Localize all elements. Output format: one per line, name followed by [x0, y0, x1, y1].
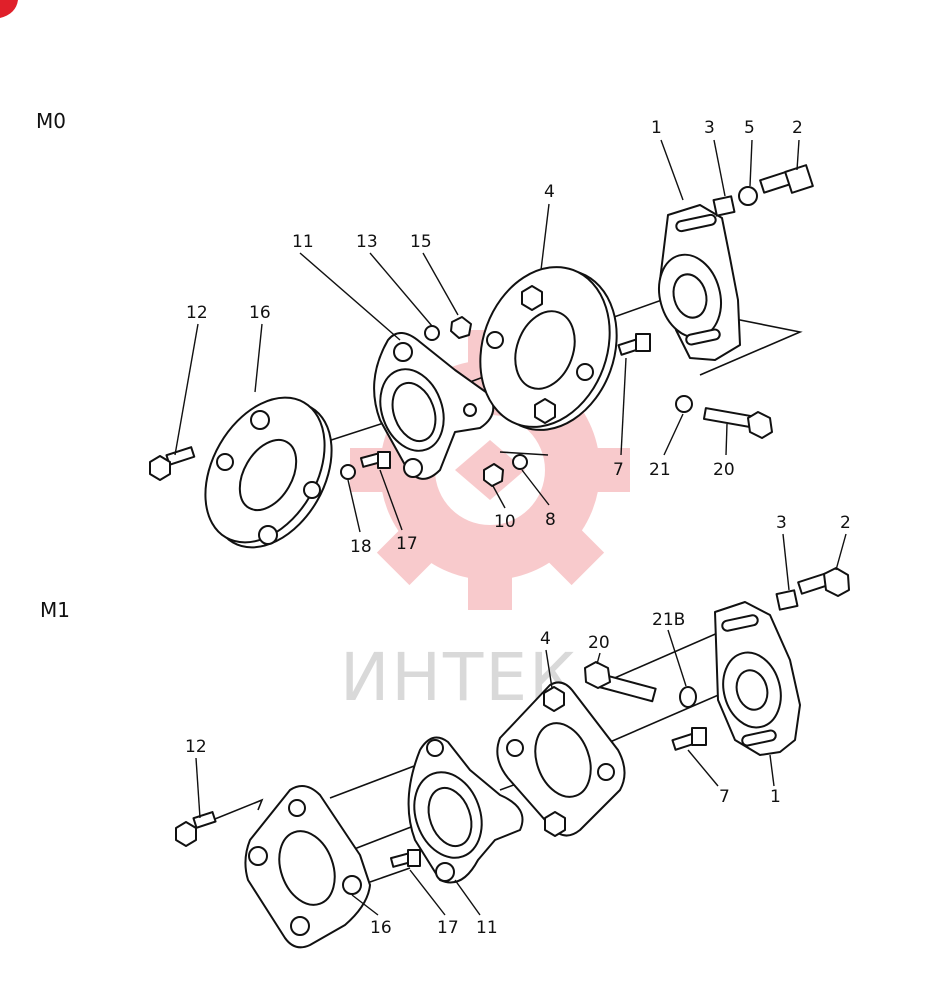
m1-part-17-screw [389, 849, 421, 868]
m1-callout-2: 2 [840, 513, 851, 533]
m0-leaders [174, 139, 800, 533]
m0-callout-5: 5 [744, 118, 755, 138]
m0-callout-10: 10 [494, 512, 516, 532]
m0-callout-21: 21 [649, 460, 671, 480]
m1-callout-7: 7 [719, 787, 730, 807]
m1-callout-20: 20 [588, 633, 610, 653]
m0-part-17-screw [359, 451, 391, 469]
m0-callout-16: 16 [249, 303, 271, 323]
m1-part-11-hub [407, 736, 524, 884]
m0-part-10-nut [483, 463, 504, 487]
m1-callout-4: 4 [540, 629, 551, 649]
m1-callout-11: 11 [476, 918, 498, 938]
m1-part-12-bolt [175, 811, 217, 847]
m1-part-3-washer [775, 589, 799, 611]
m1-part-21b-washer [679, 686, 697, 708]
m1-callout-1: 1 [770, 787, 781, 807]
section-label-m1: M1 [40, 598, 70, 622]
m0-part-12-bolt [149, 446, 196, 481]
m0-callout-4: 4 [544, 182, 555, 202]
m0-part-5-ring [738, 186, 758, 206]
m0-callout-15: 15 [410, 232, 432, 252]
m0-callout-1: 1 [651, 118, 662, 138]
m1-callout-17: 17 [437, 918, 459, 938]
m0-part-11-hub [373, 332, 495, 480]
m1-leaders [195, 533, 847, 916]
m1-assembly: 3 2 21B 20 4 12 7 1 16 17 11 [175, 513, 851, 949]
m0-callout-7: 7 [613, 460, 624, 480]
section-label-m0: M0 [36, 109, 66, 133]
m1-part-2-bolt [797, 567, 850, 597]
m0-part-20-bolt [702, 407, 773, 439]
m0-part-21-washer [675, 395, 693, 413]
m0-part-4-disc [479, 266, 618, 431]
m0-callout-17: 17 [396, 534, 418, 554]
m1-callout-3: 3 [776, 513, 787, 533]
m0-part-8-washer [512, 454, 528, 470]
m0-part-16-flange [204, 396, 333, 549]
m1-callout-12: 12 [185, 737, 207, 757]
m0-callout-12: 12 [186, 303, 208, 323]
m0-callout-20: 20 [713, 460, 735, 480]
m0-part-18-washer [340, 464, 356, 480]
m0-part-3-washer [712, 195, 736, 217]
m1-part-7-screw [671, 727, 707, 751]
m0-part-15-nut [450, 316, 472, 339]
m0-callout-8: 8 [545, 510, 556, 530]
m0-part-13-washer [424, 325, 440, 341]
m0-callout-13: 13 [356, 232, 378, 252]
m0-part-2-bolt [759, 164, 814, 194]
m0-part-1-yoke [658, 204, 741, 361]
corner-mark [0, 0, 18, 18]
m0-assembly: 1 3 5 2 4 11 13 15 12 16 7 21 20 10 8 18… [149, 118, 814, 557]
m1-part-1-yoke [714, 601, 801, 756]
m1-callout-16: 16 [370, 918, 392, 938]
m0-callout-18: 18 [350, 537, 372, 557]
m0-callout-11: 11 [292, 232, 314, 252]
m0-part-7-screw [617, 333, 651, 356]
m0-callout-2: 2 [792, 118, 803, 138]
m1-part-16-flange [244, 785, 371, 949]
m1-part-4-disc [496, 681, 626, 837]
m1-part-20-bolt [584, 661, 657, 703]
m0-callout-3: 3 [704, 118, 715, 138]
m1-callout-21b: 21B [652, 610, 685, 630]
